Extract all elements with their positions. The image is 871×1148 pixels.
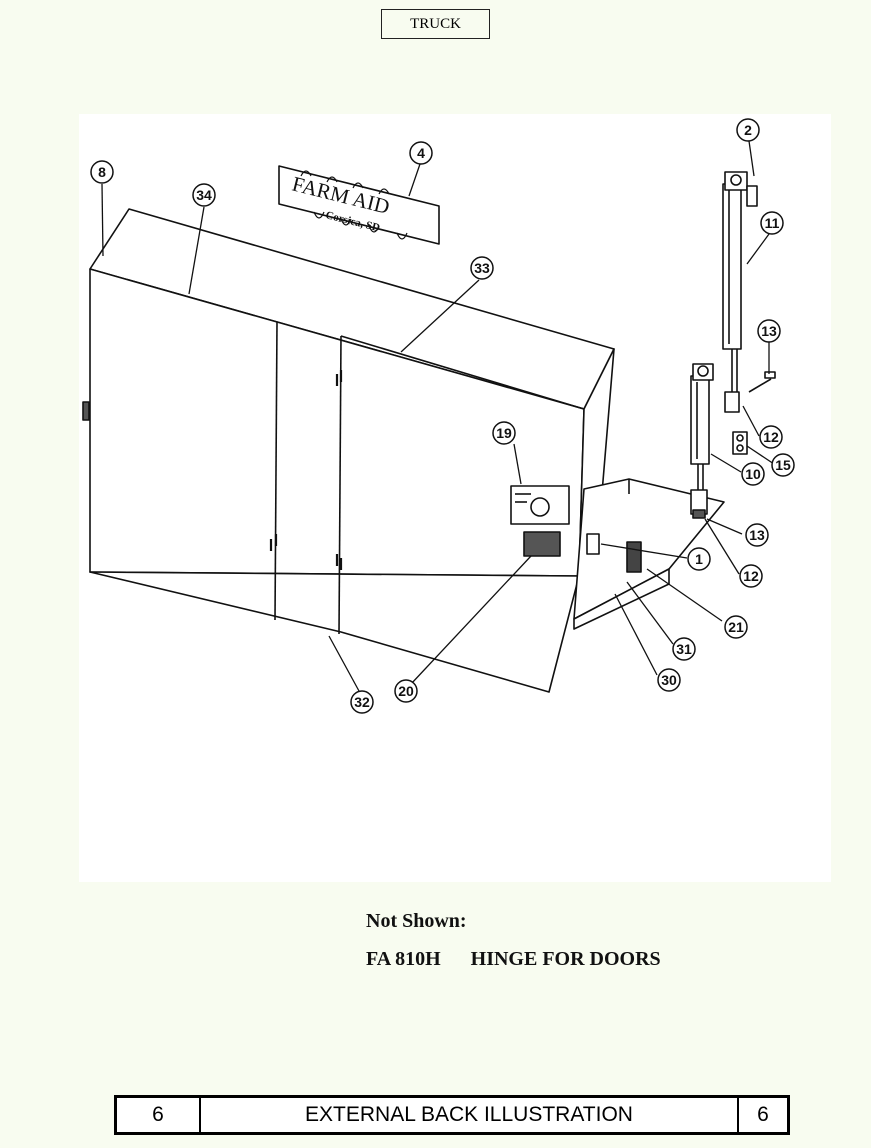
callout-label: 12 bbox=[743, 568, 759, 584]
callout-label: 21 bbox=[728, 619, 744, 635]
callout-33 bbox=[470, 256, 494, 280]
callout-13-upper bbox=[757, 319, 781, 343]
callout-label: 4 bbox=[417, 145, 425, 161]
callout-label: 33 bbox=[474, 260, 490, 276]
callout-13-lower bbox=[745, 523, 769, 547]
callout-label: 8 bbox=[98, 164, 106, 180]
decal-20 bbox=[523, 531, 561, 557]
page-footer: 6 EXTERNAL BACK ILLUSTRATION 6 bbox=[114, 1095, 790, 1135]
decal-21 bbox=[626, 541, 642, 573]
callout-4 bbox=[409, 141, 433, 165]
callout-2 bbox=[736, 118, 760, 142]
callout-label: 13 bbox=[749, 527, 765, 543]
callout-label: 15 bbox=[775, 457, 791, 473]
callout-label: 20 bbox=[398, 683, 414, 699]
header-label: TRUCK bbox=[381, 9, 490, 39]
box-bottom bbox=[89, 571, 580, 693]
part-description: HINGE FOR DOORS bbox=[470, 948, 661, 970]
decal-19 bbox=[510, 485, 570, 525]
parts-illustration: 8 34 4 33 2 11 13 12 15 10 19 13 12 1 21… bbox=[79, 114, 831, 882]
door-seam-left bbox=[274, 321, 278, 621]
door-seam-right bbox=[338, 335, 342, 635]
not-shown-heading: Not Shown: bbox=[366, 910, 467, 932]
callout-19 bbox=[492, 421, 516, 445]
callout-1 bbox=[687, 547, 711, 571]
callout-21 bbox=[724, 615, 748, 639]
callout-label: 31 bbox=[676, 641, 692, 657]
callout-label: 1 bbox=[695, 551, 703, 567]
callout-15 bbox=[771, 453, 795, 477]
callout-34 bbox=[192, 183, 216, 207]
callout-label: 13 bbox=[761, 323, 777, 339]
footer-page-left: 6 bbox=[117, 1098, 201, 1132]
callout-label: 11 bbox=[765, 215, 780, 231]
farm-aid-sign bbox=[278, 165, 440, 245]
bracket-1 bbox=[586, 533, 600, 555]
fitting-2 bbox=[746, 185, 758, 207]
callout-label: 30 bbox=[661, 672, 677, 688]
cylinder-11 bbox=[722, 183, 742, 350]
callout-30 bbox=[657, 668, 681, 692]
callout-8 bbox=[90, 160, 114, 184]
callout-31 bbox=[672, 637, 696, 661]
callout-12-upper bbox=[759, 425, 783, 449]
footer-page-right: 6 bbox=[757, 1103, 769, 1126]
cylinder-10 bbox=[690, 375, 710, 465]
callout-label: 12 bbox=[763, 429, 779, 445]
footer-title: EXTERNAL BACK ILLUSTRATION bbox=[201, 1098, 739, 1132]
callout-label: 34 bbox=[196, 187, 212, 203]
callout-11 bbox=[760, 211, 784, 235]
part-number: FA 810H bbox=[366, 948, 441, 970]
callout-12-lower bbox=[739, 564, 763, 588]
callout-10 bbox=[741, 462, 765, 486]
callout-label: 19 bbox=[496, 425, 512, 441]
callout-32 bbox=[350, 690, 374, 714]
callout-label: 32 bbox=[354, 694, 370, 710]
callout-label: 2 bbox=[744, 122, 752, 138]
callout-label: 10 bbox=[745, 466, 761, 482]
hopper-base bbox=[573, 478, 725, 620]
exploded-view-drawing: 8 34 4 33 2 11 13 12 15 10 19 13 12 1 21… bbox=[82, 118, 795, 714]
not-shown-item: FA 810H HINGE FOR DOORS bbox=[366, 948, 661, 971]
callout-20 bbox=[394, 679, 418, 703]
